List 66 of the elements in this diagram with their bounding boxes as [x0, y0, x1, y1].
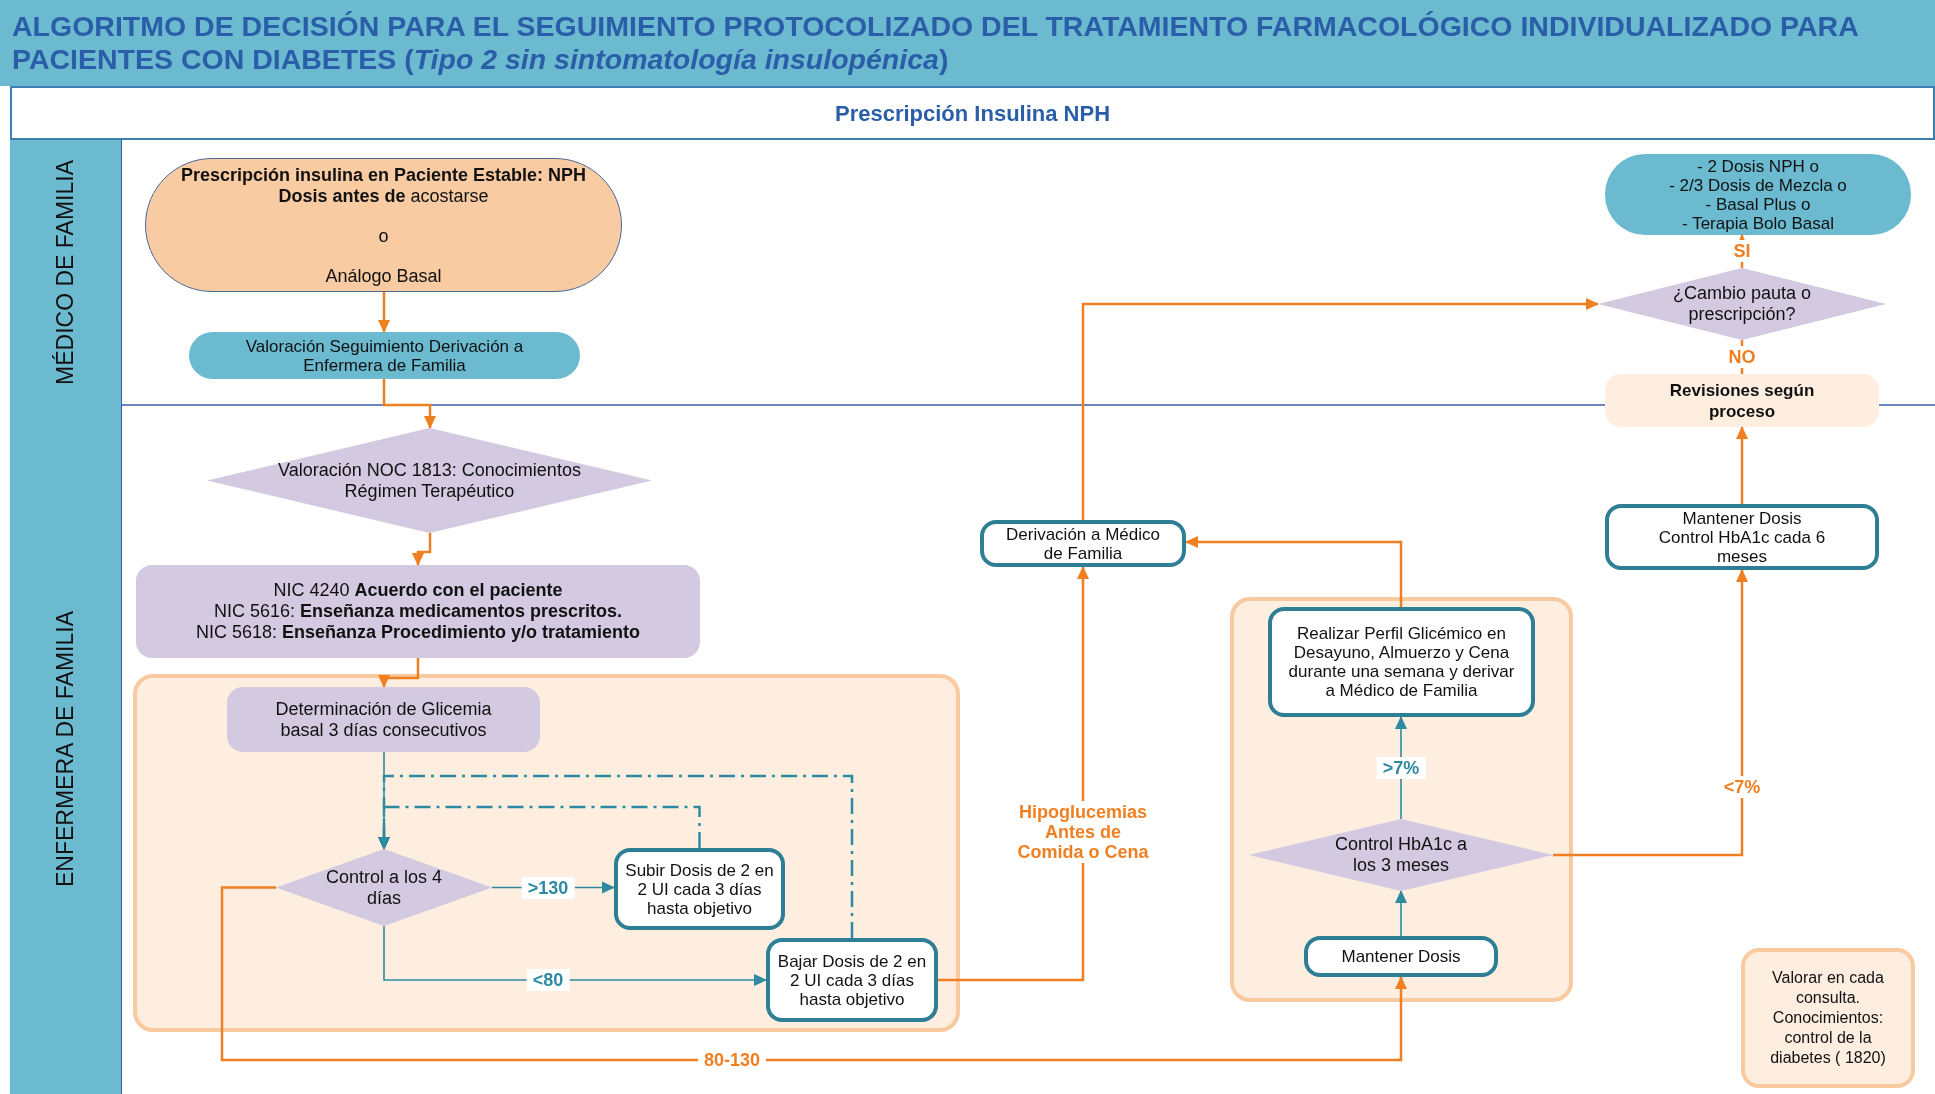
node-text: Control HbA1c a los 3 meses [1333, 834, 1469, 876]
arrow [1185, 536, 1403, 607]
arrow [1736, 426, 1748, 504]
note-box [1741, 948, 1915, 1088]
lane-header [10, 405, 122, 1094]
node-text: Derivación a Médico de Familia [1005, 524, 1161, 563]
arrow [412, 533, 432, 566]
lane-header [10, 140, 122, 405]
node-text: - 2 Dosis NPH o [1697, 156, 1819, 176]
node-text: Valorar en cada consulta. Conocimientos: control de la diabetes ( 1820) [1769, 968, 1887, 1068]
node-text: ¿Cambio pauta o prescripción? [1672, 283, 1812, 325]
node-text: NIC 5616: Enseñanza medicamentos prescritos. [213, 601, 623, 622]
diagram-title: ALGORITMO DE DECISIÓN PARA EL SEGUIMIENTO PROTOCOLIZADO DEL TRATAMIENTO FARMACOLÓGICO INDIVIDUALIZADO PARA PACIENTES CON DIABETES (Tipo 2 sin sintomatología insulopénica) [0, 0, 1935, 86]
node-text: Análogo Basal [325, 266, 442, 287]
arrow [382, 379, 436, 429]
arrow [1736, 234, 1748, 268]
process-box [980, 520, 1186, 567]
node-text: NIC 5618: Enseñanza Procedimiento y/o tratamiento [195, 622, 641, 643]
arrow [1395, 716, 1407, 820]
node-text: Subir Dosis de 2 en 2 UI cada 3 días hasta objetivo [624, 860, 775, 918]
arrow [491, 881, 615, 894]
arrow [1553, 569, 1748, 857]
decision-diamond [207, 428, 652, 533]
node-text: Realizar Perfil Glicémico en Desayuno, Almuerzo y Cena durante una semana y derivar a Médico de Familia [1287, 624, 1516, 700]
node-text: Control a los 4 días [324, 866, 444, 909]
process-box [766, 938, 938, 1022]
node-text: NIC 4240 Acuerdo con el paciente [273, 580, 563, 601]
arrow [378, 774, 854, 938]
node-text: Mantener Dosis Control HbA1c cada 6 meses [1657, 508, 1827, 566]
process-box [1605, 374, 1879, 427]
process-box [1304, 936, 1498, 977]
node-text: Prescripción Insulina NPH [834, 102, 1111, 124]
group-panel [133, 674, 960, 1032]
node-text: Prescripción insulina en Paciente Estable: NPH Dosis antes de acostarse [179, 165, 588, 207]
node-text: Revisiones según proceso [1668, 379, 1816, 422]
terminal-pill [189, 332, 580, 379]
arrow [383, 925, 767, 986]
process-box [136, 565, 700, 658]
decision-diamond [1598, 268, 1886, 340]
process-box [614, 848, 785, 930]
node-text: Valoración Seguimiento Derivación a Enfermera de Familia [244, 336, 525, 375]
node-text: - 2/3 Dosis de Mezcla o [1669, 175, 1847, 195]
process-box [227, 687, 540, 752]
process-box [1605, 504, 1879, 570]
node-text: o [378, 226, 389, 247]
heading-band [10, 86, 1935, 140]
group-panel [1230, 597, 1573, 1002]
edge-label: >130 [521, 876, 575, 899]
arrow [938, 566, 1089, 982]
node-text: - Basal Plus o [1705, 194, 1811, 214]
decision-diamond [1249, 819, 1553, 891]
arrow [1395, 890, 1407, 937]
process-box [1268, 607, 1535, 717]
node-text: Determinación de Glicemia basal 3 días consecutivos [274, 698, 493, 741]
node-text: - Terapia Bolo Basal [1682, 213, 1834, 233]
node-text: Bajar Dosis de 2 en 2 UI cada 3 días hasta objetivo [777, 951, 927, 1009]
edge-label: <80 [526, 969, 570, 991]
decision-diamond [276, 849, 492, 926]
arrow [378, 292, 390, 333]
arrow [220, 886, 1407, 1062]
edge-label: >7% [1376, 757, 1426, 779]
node-text: ENFERMERA DE FAMILIA [55, 611, 76, 888]
arrow [1081, 298, 1599, 520]
node-text: Valoración NOC 1813: Conocimientos Régimen Terapéutico [277, 459, 582, 502]
node-text: Mantener Dosis [1341, 947, 1461, 966]
arrow [378, 658, 420, 688]
